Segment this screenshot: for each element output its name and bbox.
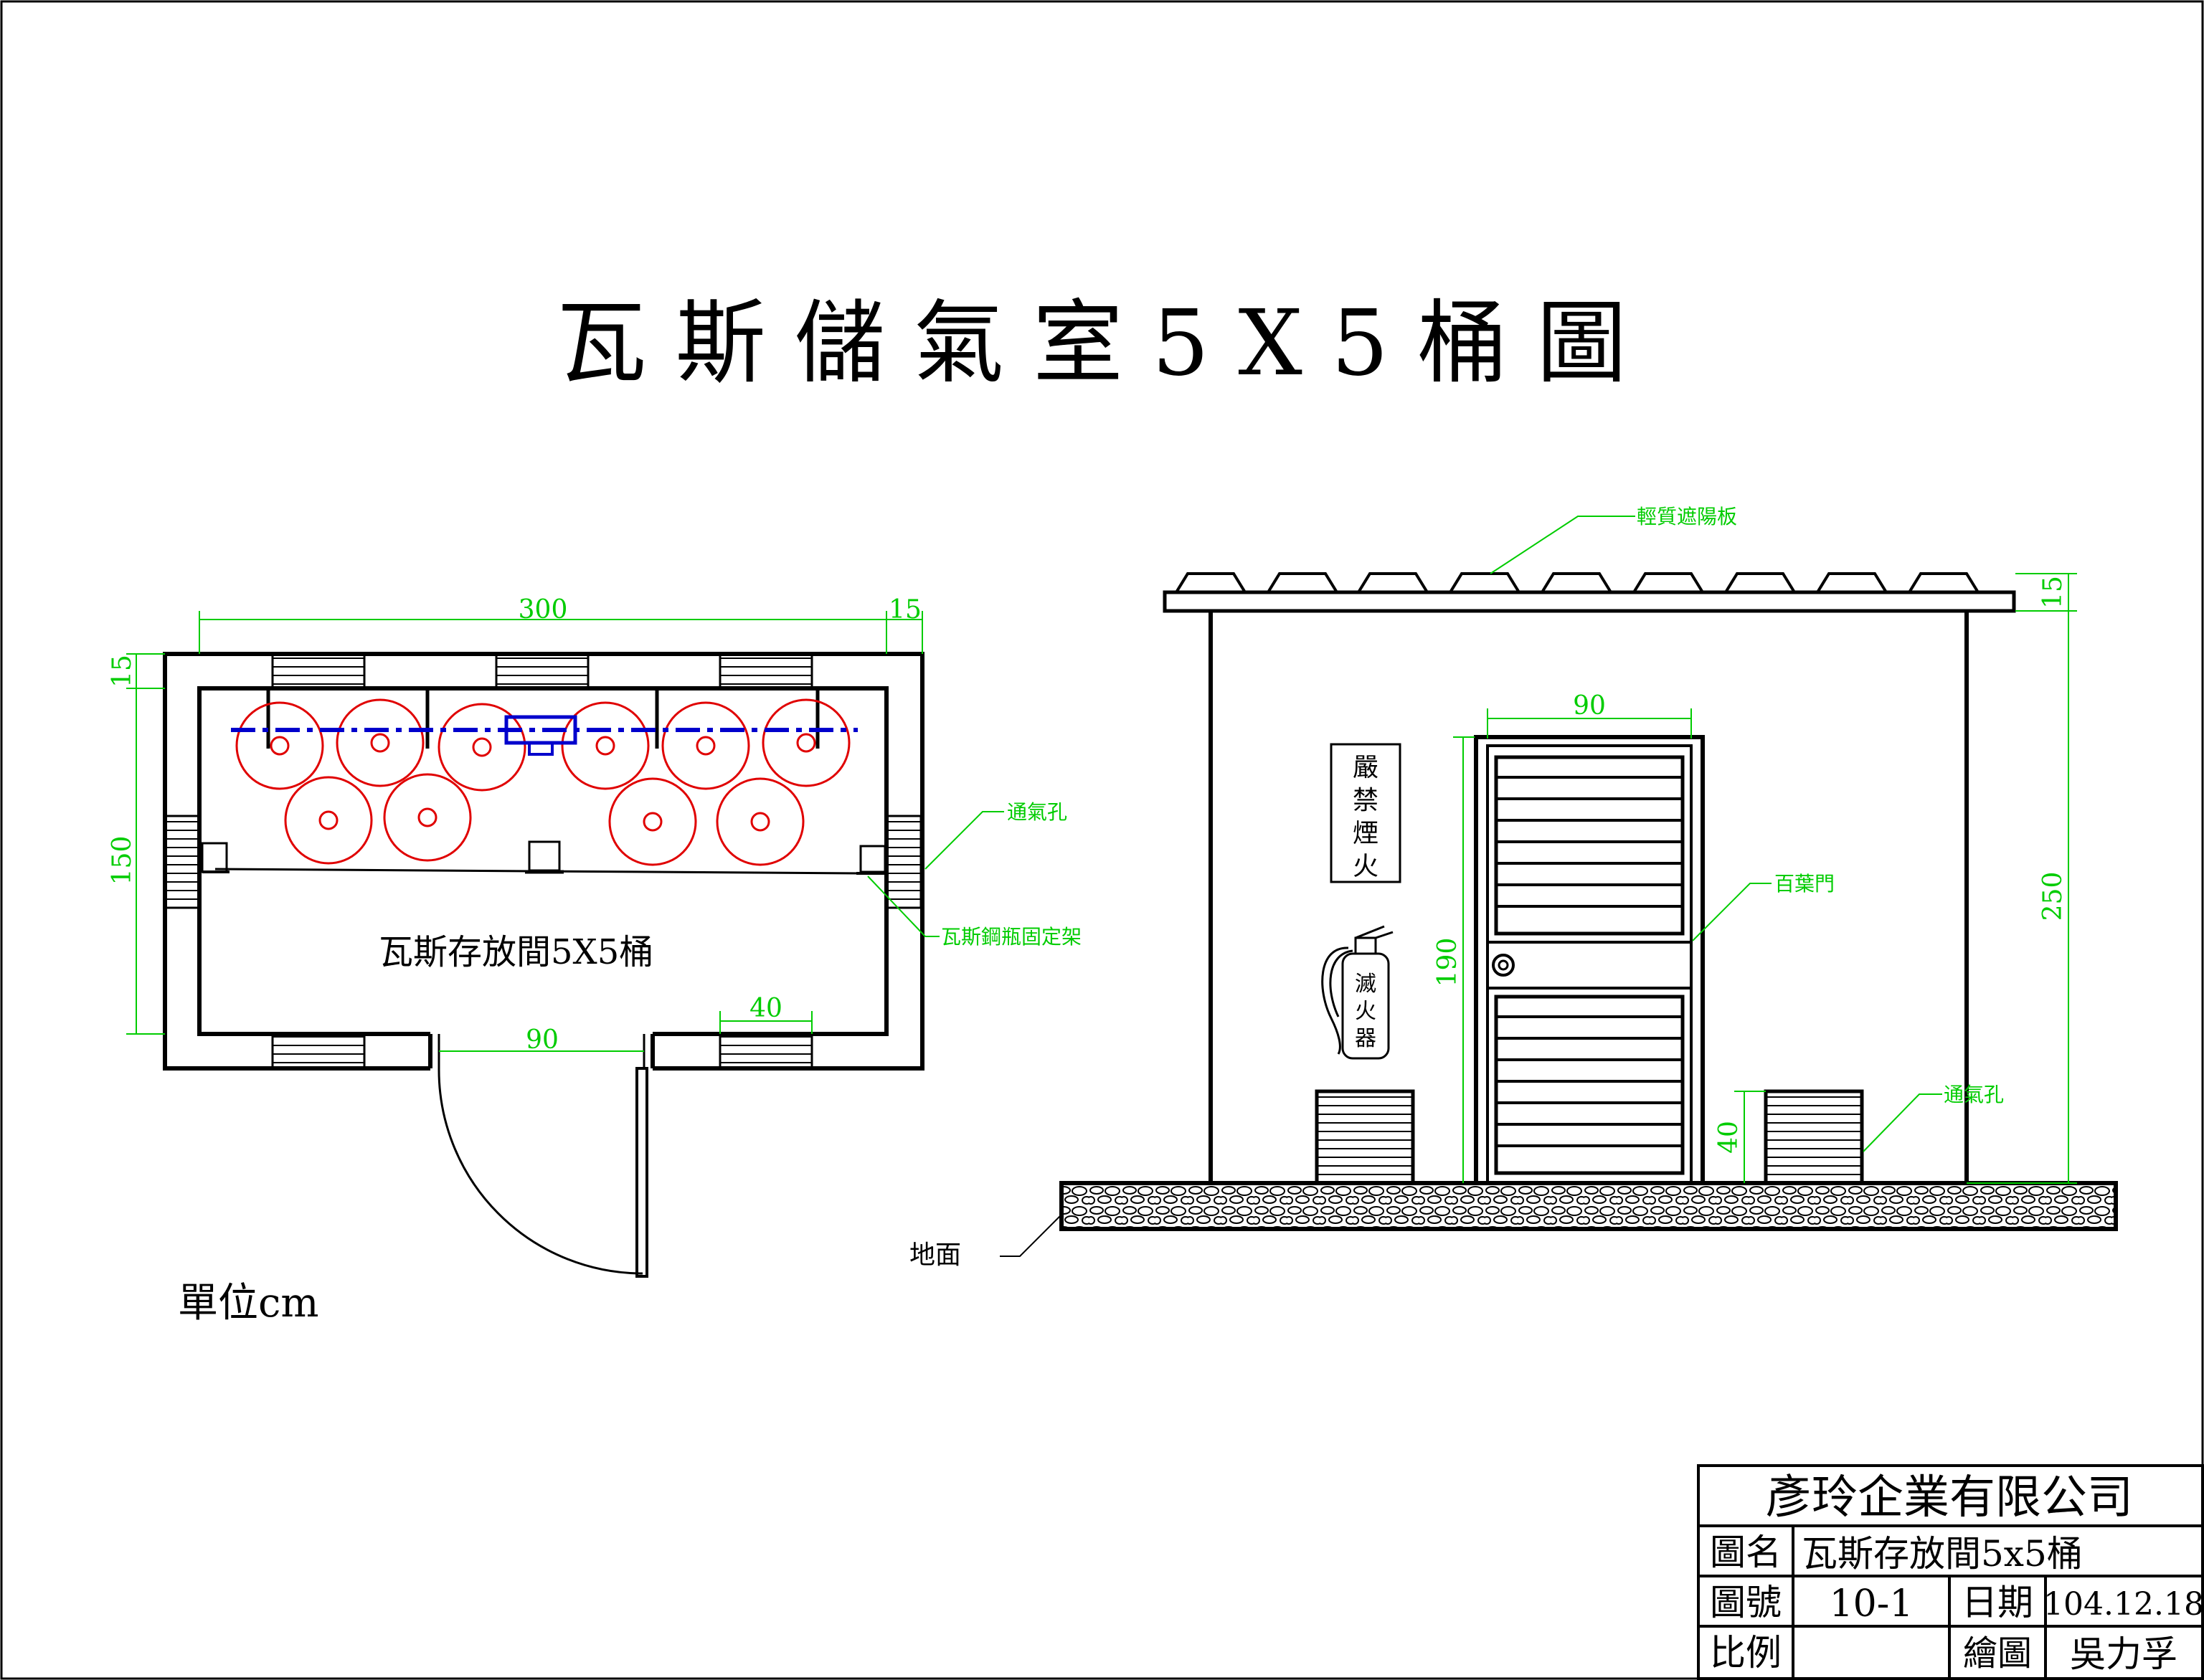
dim-plan-door: 90 <box>526 1025 559 1055</box>
scale-label: 比例 <box>1710 1632 1782 1674</box>
callout-plan-vent: 通氣孔 <box>1007 800 1067 824</box>
plan-inner-wall <box>197 686 889 1036</box>
no-smoking-sign <box>1330 743 1401 883</box>
vent-bottom-2 <box>719 1033 813 1070</box>
dim-plan-wall-right: 15 <box>889 595 922 625</box>
elevation-vent-left <box>1315 1089 1415 1185</box>
cylinder <box>561 701 650 790</box>
cylinder <box>716 777 805 866</box>
elevation-dimensions <box>1453 573 2077 1184</box>
cylinder <box>661 701 750 790</box>
louver-door <box>1474 735 1705 1185</box>
vent-bottom-1 <box>271 1033 366 1070</box>
ground-callout-leader <box>1000 1214 1062 1257</box>
cylinder <box>235 701 324 790</box>
vent-left <box>164 815 201 909</box>
cylinder <box>762 698 851 787</box>
extinguisher-char-1: 滅 <box>1355 972 1376 997</box>
callout-elevation-vent: 通氣孔 <box>1944 1083 2004 1106</box>
dim-plan-width: 300 <box>519 595 568 625</box>
extinguisher-char-3: 器 <box>1355 1026 1376 1051</box>
drawn-by: 吳力孚 <box>2070 1633 2177 1675</box>
dim-plan-vent: 40 <box>749 994 782 1023</box>
drawing-no-label: 圖號 <box>1710 1582 1782 1623</box>
cylinder <box>336 698 425 787</box>
callout-ground: 地面 <box>909 1240 961 1270</box>
extinguisher-char-2: 火 <box>1355 999 1376 1024</box>
cylinder <box>284 776 373 865</box>
dim-building-height: 250 <box>2038 872 2068 921</box>
roof-slab <box>1163 590 2016 613</box>
ground-slab <box>1059 1181 2118 1231</box>
elevation <box>1059 572 2118 1231</box>
door-knob <box>1492 954 1515 977</box>
elevation-callouts <box>1490 516 1942 1152</box>
date-label: 日期 <box>1962 1582 2033 1623</box>
callout-sunshade: 輕質遮陽板 <box>1637 505 1737 528</box>
company-name: 彥玲企業有限公司 <box>1766 1471 2133 1524</box>
plan-vents <box>164 652 922 1070</box>
title-block-text: 彥玲企業有限公司 圖名 瓦斯存放間5x5桶 圖號 10-1 日期 104.12.… <box>1710 1471 2204 1675</box>
elevation-dimension-text: 90 15 250 190 40 <box>1433 576 2068 1154</box>
drawing-no: 10-1 <box>1830 1582 1914 1626</box>
callout-cylinder-rack: 瓦斯鋼瓶固定架 <box>941 925 1082 949</box>
cylinder <box>438 703 526 792</box>
vent-top-2 <box>495 652 590 690</box>
sign-char-4: 火 <box>1353 852 1378 881</box>
drawn-by-label: 繪圖 <box>1963 1633 2032 1674</box>
drawing-title: 瓦 斯 儲 氣 室 5 X 5 桶 圖 <box>557 290 1627 396</box>
fire-extinguisher-icon <box>1321 925 1394 1060</box>
plan-dimension-text: 300 15 15 150 90 40 <box>108 595 922 1055</box>
cylinder-rack <box>201 688 886 875</box>
vent-top-3 <box>719 652 813 690</box>
vent-top-1 <box>271 652 366 690</box>
sunshade-corrugations <box>1175 572 1980 594</box>
unit-label: 單位cm <box>178 1280 318 1327</box>
callout-louver-door: 百葉門 <box>1774 872 1835 896</box>
rack-bracket-center <box>528 840 561 872</box>
elevation-vent-right <box>1764 1089 1864 1185</box>
dim-door-width: 90 <box>1573 691 1606 721</box>
door-swing-arc <box>438 1068 643 1275</box>
date-value: 104.12.18 <box>2043 1586 2204 1623</box>
rack-bracket-left <box>201 842 228 873</box>
dim-roof: 15 <box>2038 576 2068 609</box>
vent-right <box>885 815 922 909</box>
dim-vent-height: 40 <box>1714 1121 1744 1154</box>
no-smoking-sign-text: 嚴 禁 煙 火 <box>1353 753 1378 881</box>
cylinder <box>608 777 697 866</box>
sign-char-1: 嚴 <box>1353 753 1378 782</box>
plan-dimensions <box>126 611 923 1052</box>
title-block <box>1697 1464 2204 1680</box>
dim-plan-depth: 150 <box>108 836 137 886</box>
door-leaf <box>635 1067 648 1278</box>
sign-char-2: 禁 <box>1353 786 1378 815</box>
gas-cylinders <box>235 698 851 866</box>
safety-chain <box>231 715 858 756</box>
extinguisher-text: 滅 火 器 <box>1355 972 1376 1051</box>
cylinder <box>383 773 472 862</box>
drawing-name: 瓦斯存放間5x5桶 <box>1802 1533 2083 1575</box>
plan-room-label: 瓦斯存放間5X5桶 <box>379 932 653 972</box>
rack-bracket-right <box>859 845 886 873</box>
drawing-name-label: 圖名 <box>1710 1532 1782 1573</box>
dim-plan-wall-top: 15 <box>108 655 137 688</box>
dim-door-height: 190 <box>1433 938 1462 987</box>
plan-callouts <box>867 811 1004 937</box>
sign-char-3: 煙 <box>1353 819 1378 848</box>
